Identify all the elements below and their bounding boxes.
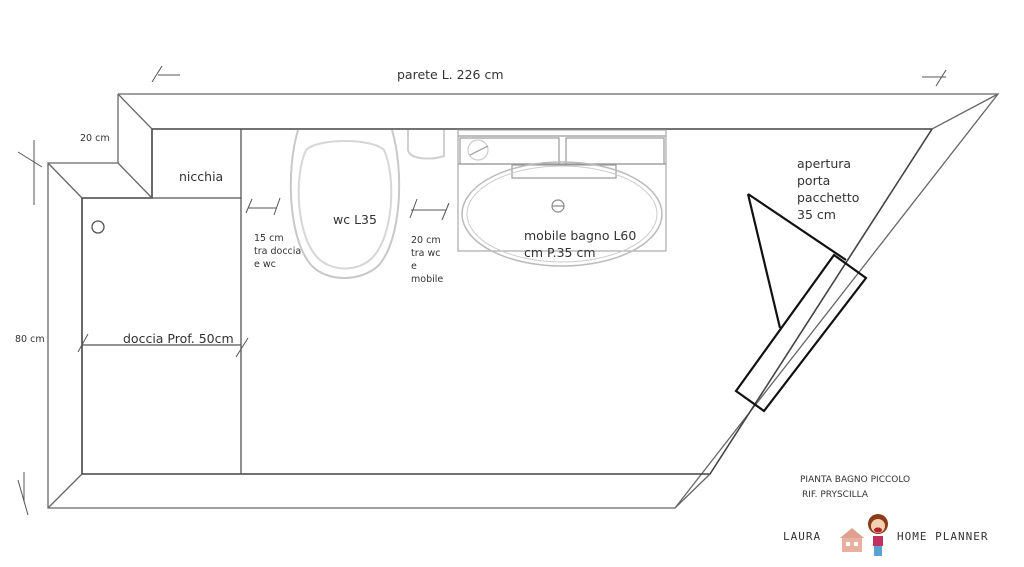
niche-depth-label: 20 cm xyxy=(80,133,110,144)
cabinet-label: mobile bagno L60 cm P.35 cm xyxy=(524,228,637,260)
wall-length-label: parete L. 226 cm xyxy=(397,67,504,82)
house-icon xyxy=(840,528,864,552)
logo-illustration xyxy=(840,514,888,556)
cabinet-sink xyxy=(457,129,667,267)
door-label: apertura porta pacchetto 35 cm xyxy=(797,156,860,222)
gap-shower-wc-label: 15 cm tra doccia e wc xyxy=(254,233,302,270)
shower-label: doccia Prof. 50cm xyxy=(123,331,234,346)
gap-dimension-shower-wc xyxy=(245,197,281,216)
shower xyxy=(77,198,249,474)
character-icon xyxy=(868,514,888,556)
plan-reference: RIF. PRYSCILLA xyxy=(802,490,869,500)
gap-wc-cabinet-label: 20 cm tra wc e mobile xyxy=(411,235,444,285)
wall-dimension-ticks xyxy=(151,65,947,87)
door-pocket xyxy=(734,193,868,413)
plan-title: PIANTA BAGNO PICCOLO xyxy=(800,475,911,485)
width-dimension xyxy=(17,140,43,516)
logo-left-text: LAURA xyxy=(783,530,822,543)
room-width-label: 80 cm xyxy=(15,334,45,345)
logo-right-text: HOME PLANNER xyxy=(897,530,989,543)
niche-label: nicchia xyxy=(179,169,224,184)
wc-toilet xyxy=(289,129,445,279)
niche xyxy=(152,129,242,199)
wc-label: wc L35 xyxy=(333,212,377,227)
gap-dimension-wc-cabinet xyxy=(409,198,450,221)
